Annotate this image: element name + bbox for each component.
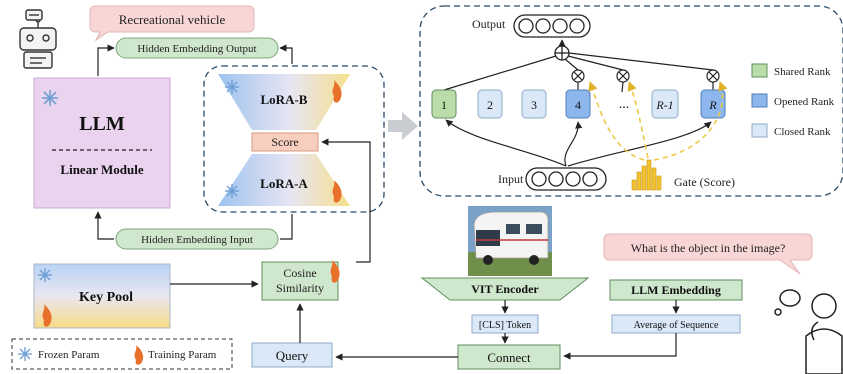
flame-icon — [332, 180, 342, 203]
flame-icon — [330, 260, 340, 283]
question-text: What is the object in the image? — [631, 241, 786, 255]
input-label: Input — [498, 172, 524, 186]
avg-to-connect-arrow — [563, 333, 677, 360]
input-to-llm-arrow — [94, 211, 114, 240]
legend-opened-label: Opened Rank — [774, 96, 835, 108]
input-to-rank-arrows — [445, 119, 712, 167]
snowflake-icon — [225, 80, 239, 94]
snowflake-icon — [42, 90, 58, 106]
score-label: Score — [271, 135, 298, 149]
top-bubble-text: Recreational vehicle — [119, 12, 226, 27]
cosine-to-score-arrow — [321, 138, 371, 263]
rank-box-4 — [565, 89, 591, 119]
gate-label: Gate (Score) — [674, 175, 735, 189]
param-legend — [11, 338, 233, 370]
key-pool-label: Key Pool — [79, 290, 133, 305]
legend-opened-swatch — [751, 93, 768, 108]
llm-box — [33, 77, 171, 209]
rank-to-sum-lines — [443, 52, 714, 93]
legend-closed-swatch — [751, 123, 768, 138]
top-speech-bubble — [89, 5, 255, 42]
vit-encoder-label: VIT Encoder — [471, 282, 539, 296]
query-box — [251, 342, 333, 368]
llm-embedding-label: LLM Embedding — [631, 283, 721, 297]
rv-photo — [468, 206, 552, 276]
connect-label: Connect — [487, 350, 531, 365]
cls-token-label: [CLS] Token — [479, 320, 531, 331]
sum-node-icon — [554, 45, 570, 61]
key-pool-box — [33, 263, 171, 329]
score-box — [251, 132, 319, 152]
hidden-embedding-input-label: Hidden Embedding Input — [141, 234, 253, 246]
llm-to-output-arrow — [97, 44, 115, 76]
snowflake-icon — [225, 184, 239, 198]
llm-subtitle: Linear Module — [60, 162, 143, 177]
rank-row: 1 2 3 4 ... R-1 R — [431, 89, 726, 119]
gate-histogram-icon — [631, 159, 662, 191]
legend-shared-swatch — [751, 63, 768, 78]
llm-title: LLM — [79, 113, 125, 135]
multiply-node-icon — [571, 69, 585, 83]
lora-b-block — [218, 74, 350, 130]
lora-b-label: LoRA-B — [261, 92, 308, 107]
lora-a-block — [218, 154, 350, 206]
hidden-embedding-output-pill — [115, 37, 279, 59]
snowflake-icon — [18, 347, 32, 361]
rank-box-3 — [521, 89, 547, 119]
output-vector — [513, 14, 591, 38]
cosine-line2: Similarity — [276, 281, 324, 295]
question-speech-bubble — [603, 233, 813, 275]
lora-to-output-line — [279, 44, 293, 64]
flame-icon — [134, 345, 144, 365]
average-of-sequence-label: Average of Sequence — [634, 320, 719, 331]
legend-frozen-label: Frozen Param — [38, 349, 100, 361]
rank-label: 2 — [487, 98, 493, 112]
rank-box-1 — [431, 89, 457, 119]
vit-encoder-block — [420, 277, 590, 301]
legend-closed-label: Closed Rank — [774, 126, 831, 138]
rank-label: R — [708, 98, 717, 112]
multiply-node-icon — [616, 69, 630, 83]
hidden-embedding-input-pill — [115, 228, 279, 250]
legend-training-label: Training Param — [148, 349, 217, 361]
rank-label: R-1 — [655, 98, 673, 112]
gate-lines — [588, 81, 728, 161]
rank-label: 4 — [575, 98, 581, 112]
rank-box-r — [700, 89, 726, 119]
query-label: Query — [276, 348, 309, 363]
input-vector — [525, 167, 607, 191]
rank-label: 1 — [441, 98, 447, 112]
thinking-person-icon — [774, 289, 843, 374]
flame-icon — [42, 304, 52, 327]
lora-a-label: LoRA-A — [260, 176, 308, 191]
cosine-line1: Cosine — [283, 266, 316, 280]
big-arrow-icon — [388, 112, 418, 140]
input-to-lora-line — [280, 214, 293, 240]
rank-ellipsis: ... — [619, 97, 630, 112]
rank-label: 3 — [531, 98, 537, 112]
legend-shared-label: Shared Rank — [774, 66, 831, 78]
flame-icon — [332, 80, 342, 103]
robot-icon — [19, 9, 57, 69]
lora-container — [203, 65, 385, 213]
rank-box-r-1 — [651, 89, 679, 119]
cosine-similarity-box — [261, 261, 339, 301]
rank-panel — [419, 5, 843, 197]
multiply-node-icon — [706, 69, 720, 83]
output-label: Output — [472, 17, 506, 31]
hidden-embedding-output-label: Hidden Embedding Output — [137, 43, 256, 55]
snowflake-icon — [38, 268, 52, 282]
rank-box-2 — [477, 89, 503, 119]
